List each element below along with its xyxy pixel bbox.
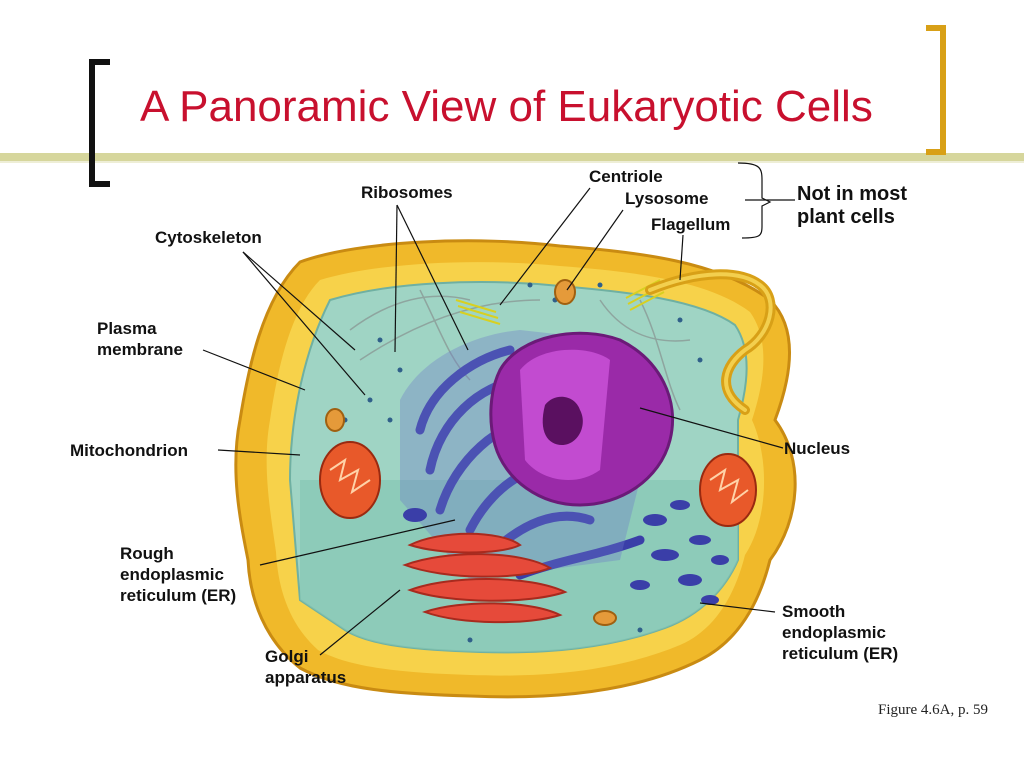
golgi-shape (402, 532, 568, 624)
label-ribosomes: Ribosomes (361, 183, 453, 202)
left-bracket (89, 59, 110, 187)
label-rough-er: Rough endoplasmic reticulum (ER) (120, 544, 237, 605)
label-flagellum: Flagellum (651, 215, 731, 234)
brace (737, 162, 772, 239)
cell-illustration (234, 239, 797, 699)
label-lysosome: Lysosome (625, 189, 709, 208)
label-centriole: Centriole (589, 167, 663, 186)
label-golgi: Golgi apparatus (265, 647, 347, 687)
leader-lines (202, 162, 795, 656)
right-bracket (926, 25, 946, 155)
label-smooth-er: Smooth endoplasmic reticulum (ER) (782, 602, 899, 663)
label-mitochondrion: Mitochondrion (70, 441, 189, 460)
title-rule (0, 153, 1024, 161)
label-nucleus: Nucleus (784, 439, 851, 458)
label-cytoskeleton: Cytoskeleton (155, 228, 262, 247)
page-title: A Panoramic View of Eukaryotic Cells (140, 82, 873, 131)
brace-note: Not in most plant cells (797, 183, 907, 228)
label-plasma-membrane: Plasma membrane (97, 319, 183, 359)
mitochondrion-shape (319, 441, 381, 519)
figure-caption: Figure 4.6A, p. 59 (878, 702, 988, 718)
